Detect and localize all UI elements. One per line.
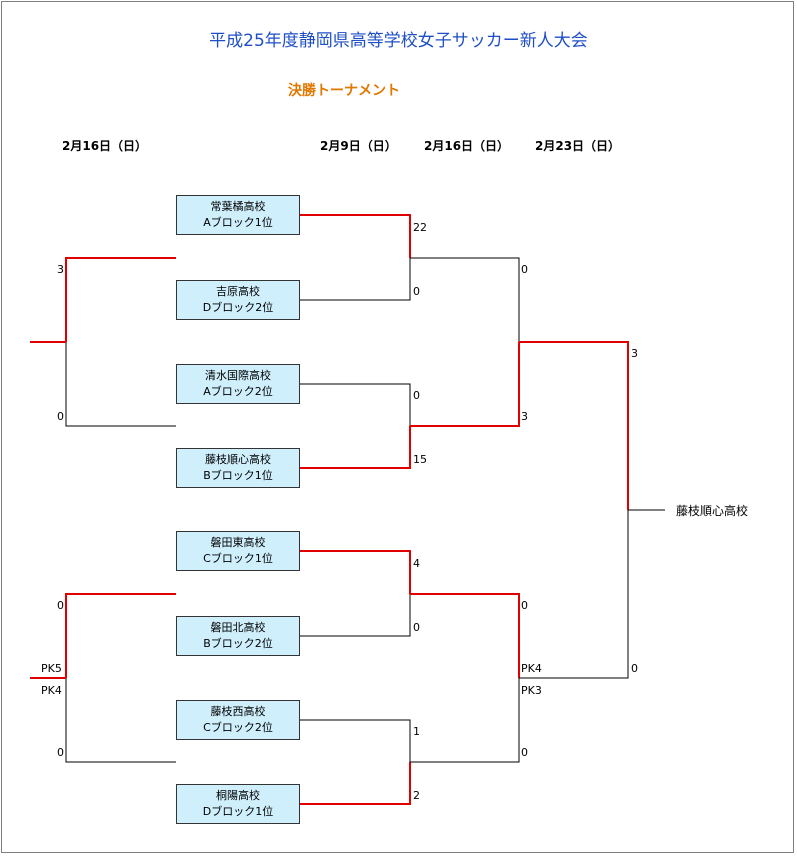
score-label: 0	[521, 746, 528, 759]
team-box: 藤枝順心高校 Bブロック1位	[176, 448, 300, 488]
page-title: 平成25年度静岡県高等学校女子サッカー新人大会	[209, 31, 588, 51]
date-final: 2月23日（日）	[535, 139, 621, 153]
pk-label: PK5	[41, 662, 62, 675]
team-box: 磐田東高校 Cブロック1位	[176, 531, 300, 571]
score-label: 4	[413, 557, 420, 570]
score-label: 0	[631, 662, 638, 675]
line-r1m2-top	[300, 383, 411, 426]
page-subtitle: 決勝トーナメント	[288, 83, 400, 99]
pk-label: PK4	[41, 684, 62, 697]
line-left-bot-upper	[65, 593, 176, 678]
score-label: 15	[413, 453, 427, 466]
team-box: 磐田北高校 Bブロック2位	[176, 616, 300, 656]
team-name: 藤枝順心高校	[205, 453, 271, 466]
score-label: 0	[57, 746, 64, 759]
line-r1m3-top	[300, 550, 411, 594]
line-left-top-upper	[65, 257, 176, 342]
score-label: 2	[413, 789, 420, 802]
team-box: 桐陽高校 Dブロック1位	[176, 784, 300, 824]
line-sf1-bot	[410, 342, 520, 427]
line-r1m4-top	[300, 719, 411, 762]
score-label: 0	[521, 263, 528, 276]
team-seed: Aブロック2位	[203, 385, 273, 398]
score-label: 3	[57, 263, 64, 276]
line-sf1-top	[410, 257, 520, 342]
team-seed: Aブロック1位	[203, 216, 273, 229]
line-sf2-bot	[410, 678, 520, 763]
team-box: 吉原高校 Dブロック2位	[176, 280, 300, 320]
line-r1m2-bot	[300, 426, 411, 469]
team-name: 吉原高校	[216, 285, 260, 298]
line-r1m1-bot	[300, 258, 411, 301]
team-name: 藤枝西高校	[210, 705, 266, 718]
team-name: 常葉橘高校	[210, 200, 266, 213]
score-label: 0	[413, 621, 420, 634]
line-left-bot-lower	[65, 678, 176, 763]
pk-label: PK3	[521, 684, 542, 697]
line-final-bot	[519, 510, 629, 679]
score-label: 0	[413, 285, 420, 298]
score-label: 3	[521, 410, 528, 423]
line-r1m1-top	[300, 214, 411, 258]
team-seed: Bブロック2位	[203, 637, 273, 650]
score-label: 0	[413, 389, 420, 402]
team-seed: Cブロック2位	[203, 721, 273, 734]
score-label: 0	[57, 410, 64, 423]
score-label: 22	[413, 221, 427, 234]
team-seed: Dブロック2位	[202, 301, 274, 314]
team-box: 藤枝西高校 Cブロック2位	[176, 700, 300, 740]
line-left-top-lower	[65, 342, 176, 427]
team-seed: Cブロック1位	[203, 552, 273, 565]
team-name: 磐田東高校	[210, 536, 266, 549]
champion-label: 藤枝順心高校	[676, 504, 749, 518]
date-left: 2月16日（日）	[62, 139, 148, 153]
team-name: 桐陽高校	[216, 789, 260, 802]
line-r1m3-bot	[300, 594, 411, 637]
score-label: 1	[413, 725, 420, 738]
line-sf2-top	[410, 593, 520, 678]
team-seed: Dブロック1位	[202, 805, 274, 818]
score-label: 3	[631, 347, 638, 360]
team-seed: Bブロック1位	[203, 469, 273, 482]
line-final-top	[519, 341, 629, 510]
line-r1m4-bot	[300, 762, 411, 805]
team-box: 清水国際高校 Aブロック2位	[176, 364, 300, 404]
date-round1: 2月9日（日）	[320, 139, 397, 153]
team-name: 清水国際高校	[205, 369, 271, 382]
pk-label: PK4	[521, 662, 542, 675]
team-name: 磐田北高校	[210, 621, 266, 634]
team-box: 常葉橘高校 Aブロック1位	[176, 195, 300, 235]
score-label: 0	[521, 599, 528, 612]
date-round2: 2月16日（日）	[424, 139, 510, 153]
score-label: 0	[57, 599, 64, 612]
